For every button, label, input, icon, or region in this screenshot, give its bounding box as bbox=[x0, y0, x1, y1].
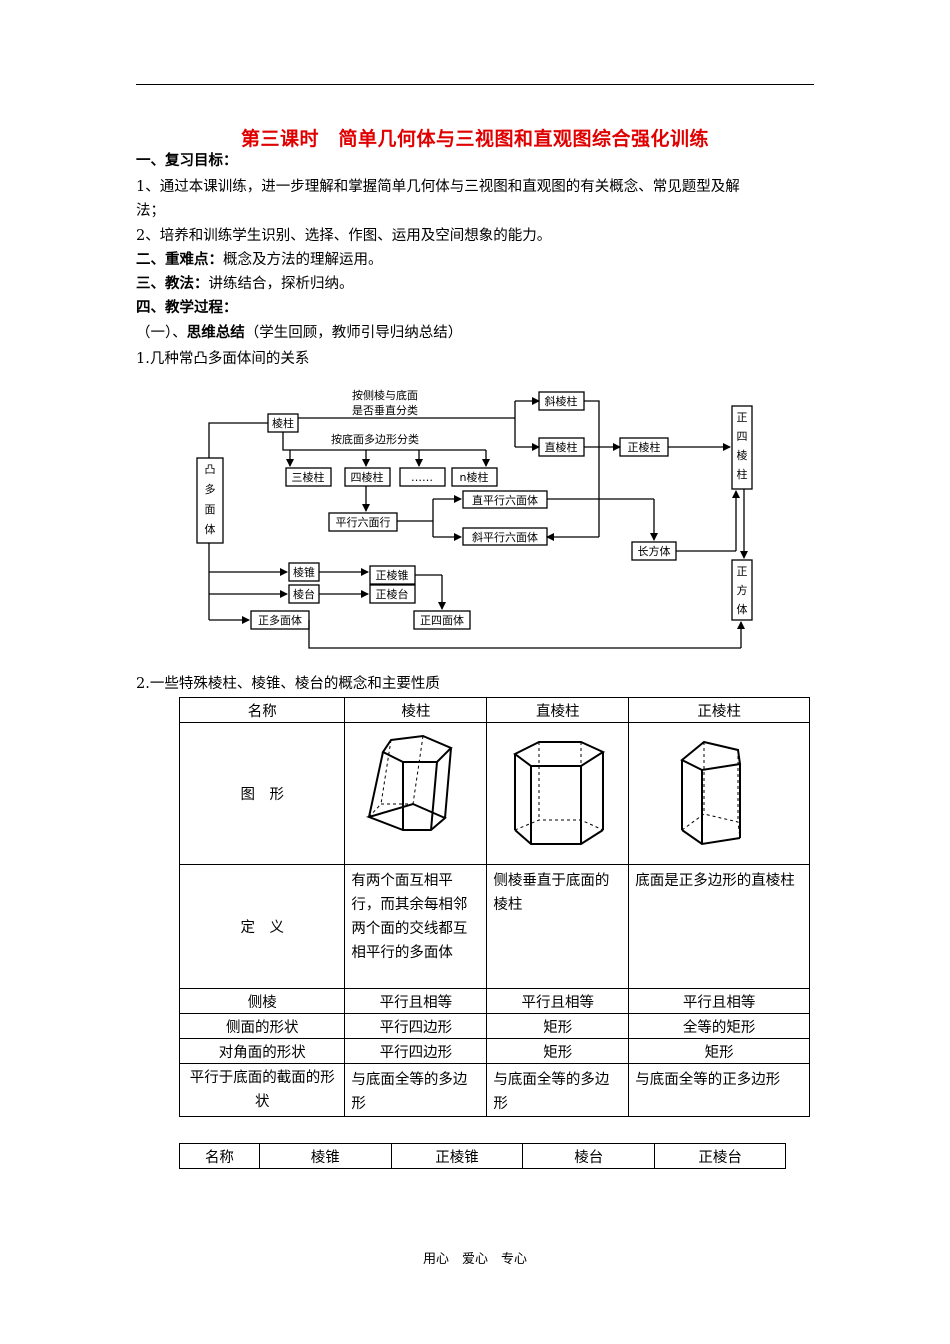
figure-label: 图 形 bbox=[178, 722, 346, 865]
regular-prism-figure bbox=[628, 722, 810, 865]
section4-sub: （一）、思维总结（学生回顾，教师引导归纳总结） bbox=[136, 322, 462, 344]
table-cell: 侧棱 bbox=[178, 988, 346, 1014]
section4-heading: 四、教学过程： bbox=[136, 299, 238, 316]
pyramid-properties-table: 名称 棱锥 正棱锥 棱台 正棱台 bbox=[179, 1143, 786, 1169]
polyhedra-relationship-diagram: 凸 多 面 体 棱柱 按侧棱与底面 是否垂直分类 按底面多边形分类 斜棱柱 直棱… bbox=[196, 388, 753, 649]
table1-header: 名称 bbox=[178, 697, 346, 723]
table-cell: 矩形 bbox=[628, 1038, 810, 1064]
section2-text: 概念及方法的理解运用。 bbox=[223, 252, 383, 268]
section3-text: 讲练结合，探析归纳。 bbox=[208, 276, 354, 292]
node-frustum: 棱台 bbox=[293, 587, 315, 601]
sub-rest: （学生回顾，教师引导归纳总结） bbox=[244, 325, 463, 341]
node-dots: …… bbox=[411, 471, 433, 484]
table-cell: 侧面的形状 bbox=[178, 1013, 346, 1039]
section2: 二、重难点：概念及方法的理解运用。 bbox=[136, 249, 383, 271]
node-oblique-prism: 斜棱柱 bbox=[545, 394, 578, 408]
table-row: 对角面的形状 平行四边形 矩形 矩形 bbox=[178, 1038, 810, 1064]
table-cell: 与底面全等的正多边形 bbox=[628, 1063, 810, 1117]
convex-char3: 面 bbox=[205, 503, 216, 516]
rqp-char4: 柱 bbox=[737, 467, 748, 481]
node-parallelepiped: 平行六面行 bbox=[336, 516, 391, 529]
page-title: 第三课时 简单几何体与三视图和直观图综合强化训练 bbox=[240, 128, 709, 150]
section3: 三、教法：讲练结合，探析归纳。 bbox=[136, 273, 354, 295]
definition-regular-prism: 底面是正多边形的直棱柱 bbox=[628, 864, 810, 989]
table-cell: 平行且相等 bbox=[628, 988, 810, 1014]
section4-item2: 2.一些特殊棱柱、棱锥、棱台的概念和主要性质 bbox=[136, 676, 440, 692]
section1-item1a: 1、通过本课训练，进一步理解和掌握简单几何体与三视图和直观图的有关概念、常见题型… bbox=[136, 179, 740, 195]
note-top1: 按侧棱与底面 bbox=[352, 388, 418, 402]
table-row: 侧棱 平行且相等 平行且相等 平行且相等 bbox=[178, 988, 810, 1014]
section3-heading: 三、教法： bbox=[136, 275, 209, 292]
rqp-char1: 正 bbox=[737, 411, 748, 424]
node-pyramid: 棱锥 bbox=[293, 566, 315, 579]
table-cell: 与底面全等的多边形 bbox=[486, 1063, 630, 1117]
table2-header-row: 名称 棱锥 正棱锥 棱台 正棱台 bbox=[179, 1143, 786, 1169]
regular-prism-drawing bbox=[680, 740, 742, 845]
right-prism-drawing bbox=[512, 740, 605, 845]
table1-header: 正棱柱 bbox=[628, 697, 810, 723]
prism-properties-table: 名称 棱柱 直棱柱 正棱柱 图 形 bbox=[178, 697, 810, 1117]
node-quad-prism: 四棱柱 bbox=[351, 470, 384, 484]
section1-item2: 2、培养和训练学生识别、选择、作图、运用及空间想象的能力。 bbox=[136, 228, 552, 244]
node-cuboid: 长方体 bbox=[638, 544, 671, 558]
node-n-prism: n棱柱 bbox=[460, 470, 489, 484]
header-rule bbox=[136, 84, 814, 85]
node-regular-polyhedron: 正多面体 bbox=[258, 613, 302, 627]
right-prism-figure bbox=[486, 722, 630, 865]
table-row: 侧面的形状 平行四边形 矩形 全等的矩形 bbox=[178, 1013, 810, 1039]
table-row: 平行于底面的截面的形状 与底面全等的多边形 与底面全等的多边形 与底面全等的正多… bbox=[178, 1063, 810, 1117]
convex-char4: 体 bbox=[205, 522, 216, 536]
oblique-prism-drawing bbox=[365, 734, 453, 831]
table1-header: 直棱柱 bbox=[486, 697, 630, 723]
definition-right-prism: 侧棱垂直于底面的棱柱 bbox=[486, 864, 630, 989]
table1-figure-row: 图 形 bbox=[178, 722, 810, 865]
sub-bold: 思维总结 bbox=[186, 324, 245, 341]
table-cell: 对角面的形状 bbox=[178, 1038, 346, 1064]
table1-header: 棱柱 bbox=[344, 697, 488, 723]
sub-prefix: （一）、 bbox=[136, 325, 187, 341]
table2-header: 名称 bbox=[179, 1143, 260, 1169]
table1-definition-row: 定 义 有两个面互相平行，而其余每相邻两个面的交线都互相平行的多面体 侧棱垂直于… bbox=[178, 864, 810, 989]
cube-char3: 体 bbox=[737, 602, 748, 616]
table2-header: 正棱锥 bbox=[390, 1143, 524, 1169]
table-cell: 平行且相等 bbox=[486, 988, 630, 1014]
node-regular-prism: 正棱柱 bbox=[628, 440, 661, 454]
table-cell: 与底面全等的多边形 bbox=[344, 1063, 488, 1117]
node-right-prism: 直棱柱 bbox=[545, 440, 578, 454]
table-cell: 平行于底面的截面的形状 bbox=[178, 1063, 346, 1117]
table2-header: 正棱台 bbox=[654, 1143, 786, 1169]
convex-char1: 凸 bbox=[205, 463, 216, 476]
note-base: 按底面多边形分类 bbox=[331, 432, 419, 446]
table2-header: 棱锥 bbox=[258, 1143, 392, 1169]
section4-item1: 1.几种常凸多面体间的关系 bbox=[136, 351, 310, 367]
rqp-char3: 棱 bbox=[737, 449, 748, 462]
section2-heading: 二、重难点： bbox=[136, 251, 223, 268]
table-cell: 矩形 bbox=[486, 1038, 630, 1064]
node-oblique-parallelepiped: 斜平行六面体 bbox=[472, 530, 538, 544]
node-tri-prism: 三棱柱 bbox=[292, 470, 325, 484]
table-cell: 平行四边形 bbox=[344, 1013, 488, 1039]
node-right-parallelepiped: 直平行六面体 bbox=[472, 493, 538, 507]
node-prism: 棱柱 bbox=[272, 416, 294, 430]
convex-char2: 多 bbox=[205, 482, 216, 496]
rqp-char2: 四 bbox=[737, 430, 748, 443]
table-cell: 全等的矩形 bbox=[628, 1013, 810, 1039]
note-top2: 是否垂直分类 bbox=[352, 403, 418, 417]
section1-item1b: 法； bbox=[136, 203, 165, 219]
table2-header: 棱台 bbox=[522, 1143, 656, 1169]
table-cell: 平行且相等 bbox=[344, 988, 488, 1014]
node-regular-frustum: 正棱台 bbox=[376, 587, 409, 601]
table-cell: 矩形 bbox=[486, 1013, 630, 1039]
section1-heading: 一、复习目标： bbox=[136, 152, 238, 169]
oblique-prism-figure bbox=[344, 722, 488, 865]
definition-label: 定 义 bbox=[178, 864, 346, 989]
table-cell: 平行四边形 bbox=[344, 1038, 488, 1064]
cube-char2: 方 bbox=[737, 583, 748, 597]
table1-header-row: 名称 棱柱 直棱柱 正棱柱 bbox=[178, 697, 810, 723]
node-regular-tetrahedron: 正四面体 bbox=[420, 613, 464, 627]
node-regular-pyramid: 正棱锥 bbox=[376, 569, 409, 582]
page-footer: 用心 爱心 专心 bbox=[422, 1252, 527, 1267]
definition-prism: 有两个面互相平行，而其余每相邻两个面的交线都互相平行的多面体 bbox=[344, 864, 488, 989]
cube-char1: 正 bbox=[737, 565, 748, 578]
